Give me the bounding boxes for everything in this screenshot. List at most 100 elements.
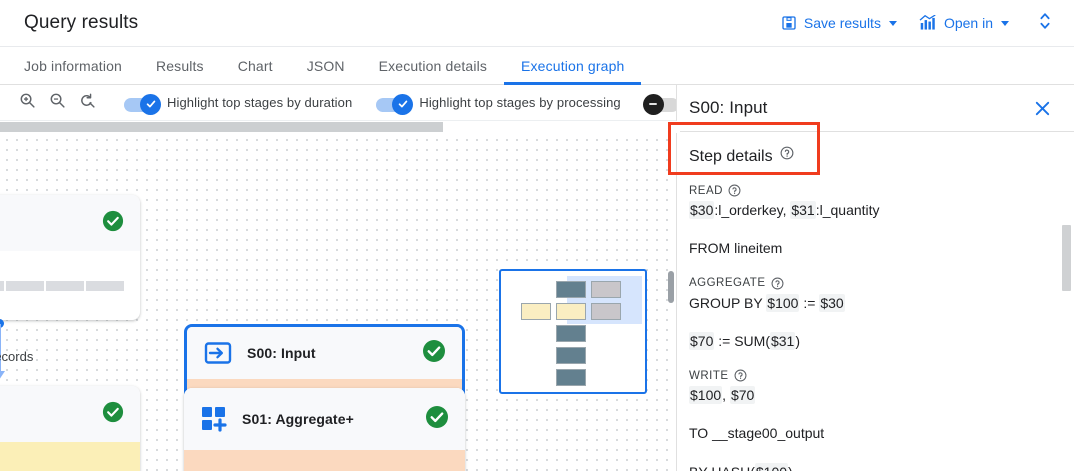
read-expression: $30:l_orderkey, $31:l_quantity [689, 201, 880, 219]
by-hash-clause: BY HASH($100) [689, 462, 1056, 471]
panel-title: S00: Input [689, 98, 768, 117]
help-circle-icon[interactable] [728, 184, 741, 197]
tab-json[interactable]: JSON [306, 57, 345, 74]
check-circle-icon [102, 210, 124, 237]
minimap-node [521, 303, 551, 320]
write-keyword-label: WRITE [689, 369, 729, 382]
panel-body: Step details READ [677, 132, 1074, 471]
open-in-label: Open in [943, 15, 993, 31]
zoom-out-button[interactable] [44, 90, 70, 116]
page-header: Query results Save results [0, 0, 1074, 46]
toggle-switch-on-icon[interactable] [124, 93, 161, 115]
toggle-switch-off-icon[interactable] [642, 93, 679, 115]
to-clause: TO __stage00_output [689, 425, 825, 442]
panel-divider [677, 131, 1074, 132]
node-body [184, 450, 465, 471]
minimap-node [556, 281, 586, 298]
toggle-highlight-duration[interactable]: Highlight top stages by duration [124, 93, 353, 115]
step-details-panel: S00: Input Step details READ [676, 85, 1074, 471]
zoom-in-button[interactable] [14, 90, 40, 116]
vertical-scrollbar-thumb[interactable] [668, 271, 674, 303]
node-title: S01: Aggregate+ [242, 411, 354, 427]
graph-node-partial-top[interactable] [0, 195, 140, 320]
variable-chip: $31 [790, 201, 816, 219]
write-expression: $100, $70 [689, 386, 756, 405]
panel-header: S00: Input [677, 85, 1074, 131]
step-details-heading: Step details [689, 146, 1056, 166]
expand-collapse-icon [1037, 11, 1053, 36]
node-header: S00: Input [187, 327, 462, 379]
read-keyword-label: READ [689, 184, 723, 197]
edge-arrow-icon [0, 371, 5, 380]
node-progress-bar [0, 281, 124, 291]
variable-chip: $70 [689, 331, 715, 350]
help-circle-icon[interactable] [780, 146, 794, 160]
tab-chart[interactable]: Chart [237, 57, 273, 74]
page-title: Query results [24, 12, 139, 33]
read-keyword: READ [689, 184, 1056, 197]
zoom-reset-button[interactable] [74, 90, 100, 116]
node-title: S00: Input [247, 345, 316, 361]
variable-chip: $100 [766, 293, 800, 312]
tab-execution-details[interactable]: Execution details [378, 57, 488, 74]
node-header [0, 386, 140, 442]
save-results-label: Save results [803, 15, 881, 31]
sum-expression: $70 := SUM($31) [689, 331, 801, 350]
toggle-highlight-duration-label: Highlight top stages by duration [167, 95, 353, 110]
toggle-highlight-processing[interactable]: Highlight top stages by processing [376, 93, 621, 115]
graph-node-s01-aggregate[interactable]: S01: Aggregate+ [184, 388, 465, 471]
help-circle-icon[interactable] [771, 277, 784, 290]
tab-results[interactable]: Results [155, 57, 204, 74]
chevron-down-icon [888, 20, 897, 26]
input-arrow-icon [203, 338, 233, 368]
zoom-out-icon [49, 92, 66, 114]
execution-graph-canvas[interactable]: records S00: Input [0, 121, 680, 471]
node-body [0, 251, 140, 305]
open-in-button[interactable]: Open in [910, 8, 1018, 38]
minimap-node [556, 325, 586, 342]
edge-label: records [0, 349, 34, 364]
horizontal-scrollbar-thumb[interactable] [0, 122, 443, 132]
variable-chip: $31 [769, 331, 796, 350]
toggle-third[interactable] [642, 93, 680, 115]
graph-node-partial-bottom[interactable] [0, 386, 140, 471]
minimap-node [591, 281, 621, 298]
check-circle-icon [422, 339, 446, 368]
toggle-highlight-processing-label: Highlight top stages by processing [419, 95, 621, 110]
aggregate-keyword-label: AGGREGATE [689, 277, 766, 290]
edge-line [0, 324, 1, 371]
chart-bar-icon [919, 15, 937, 31]
zoom-reset-icon [79, 92, 96, 114]
write-keyword: WRITE [689, 369, 1056, 382]
minimap-node [556, 347, 586, 364]
close-icon[interactable] [1028, 94, 1056, 122]
help-circle-icon[interactable] [734, 369, 747, 382]
node-header: S01: Aggregate+ [184, 388, 465, 450]
group-by-expression: GROUP BY $100 := $30 [689, 293, 845, 312]
variable-chip: $100 [754, 462, 789, 471]
tab-bar: Job information Results Chart JSON Execu… [0, 46, 1074, 85]
panel-vertical-scrollbar-thumb[interactable] [1062, 225, 1071, 291]
variable-chip: $30 [819, 293, 845, 312]
chevron-down-icon [1001, 20, 1009, 26]
node-body [0, 442, 140, 471]
save-results-button[interactable]: Save results [772, 8, 906, 38]
toggle-switch-on-icon[interactable] [376, 93, 414, 115]
edge-source-dot [0, 319, 4, 328]
check-circle-icon [102, 401, 124, 428]
node-header [0, 195, 140, 251]
aggregate-keyword: AGGREGATE [689, 277, 1056, 290]
from-clause: FROM lineitem [689, 240, 783, 257]
step-details-label: Step details [689, 148, 773, 165]
save-disk-icon [781, 15, 797, 31]
variable-chip: $70 [729, 386, 756, 405]
minimap-node [591, 303, 621, 320]
graph-toolbar: Highlight top stages by duration Highlig… [0, 85, 680, 121]
tab-job-information[interactable]: Job information [24, 57, 122, 74]
graph-minimap[interactable] [499, 269, 647, 394]
variable-chip: $30 [689, 201, 715, 219]
check-circle-icon [425, 405, 449, 434]
tab-execution-graph[interactable]: Execution graph [504, 47, 642, 85]
minimap-node [556, 303, 586, 320]
expand-collapse-button[interactable] [1030, 8, 1060, 38]
